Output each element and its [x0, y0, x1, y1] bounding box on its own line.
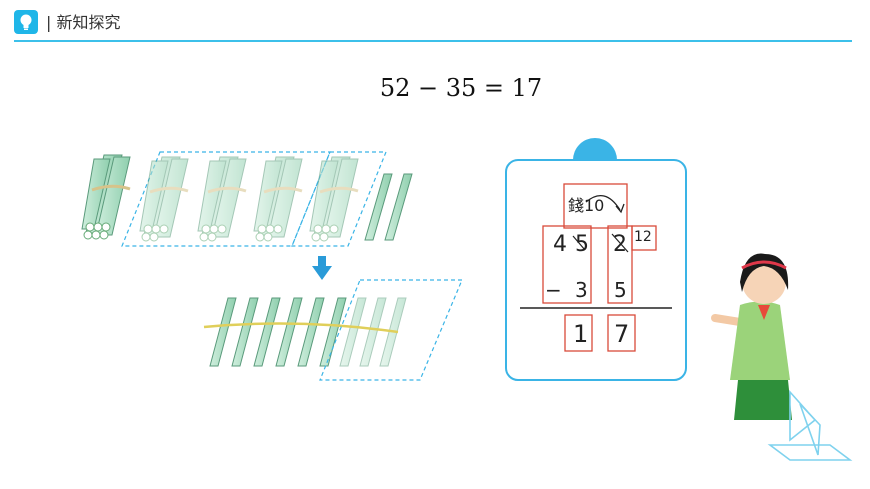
stick-bundle: [81, 154, 131, 240]
top-ones-new: 12: [634, 229, 652, 245]
top-tens-struck: 5: [575, 232, 589, 257]
regroup-note: 錢10: [568, 196, 605, 215]
calculation-board: [505, 138, 687, 381]
tangram-boat: [767, 389, 853, 461]
result-ones: 7: [614, 320, 630, 348]
lightbulb-icon: [14, 10, 38, 34]
top-tens: 4: [553, 232, 567, 257]
sub-tens: 3: [575, 278, 588, 302]
arrow-down-icon: [312, 256, 332, 280]
girl-character: [711, 253, 792, 420]
minus-sign: −: [545, 278, 562, 302]
result-tens: 1: [573, 320, 589, 348]
sub-ones: 5: [614, 278, 627, 302]
section-title: | 新知探究: [46, 13, 121, 32]
header-divider: [14, 40, 852, 42]
equation: 52 − 35 = 17: [379, 74, 543, 102]
top-ones-struck: 2: [613, 232, 627, 257]
